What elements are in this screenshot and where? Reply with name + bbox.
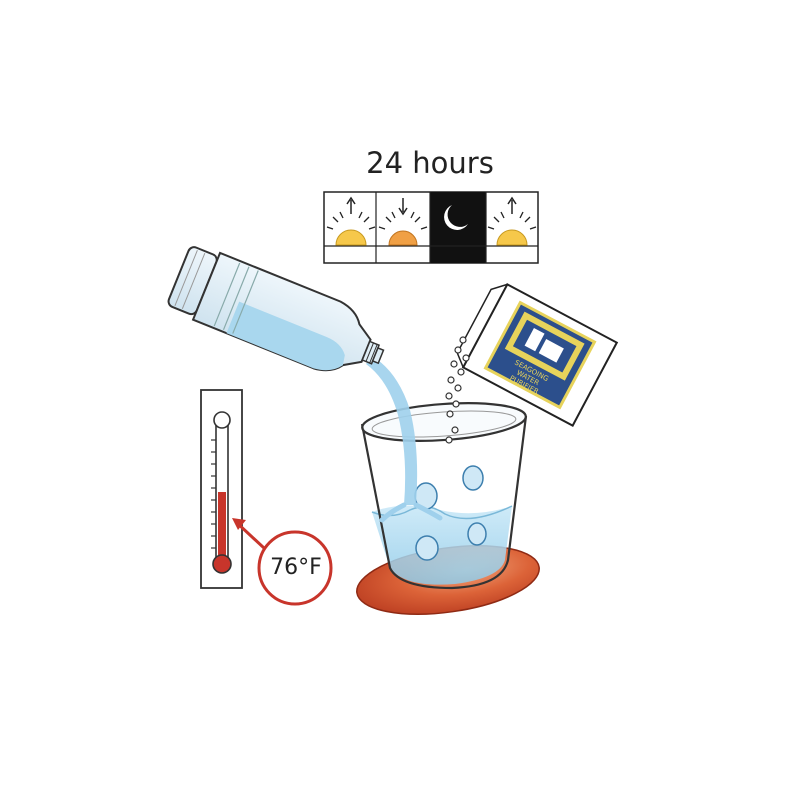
purifier-packet-icon: SEAGOING WATER PURIFIER [456,283,619,427]
glass-icon [360,402,528,590]
moon-icon [444,205,468,230]
duration-label: 24 hours [366,146,494,180]
water-stream [366,356,443,523]
falling-crystals [445,336,470,444]
day-night-strip [323,191,539,264]
temperature-callout [232,518,333,606]
thermometer-icon [200,389,243,589]
sunrise-icon [487,196,537,246]
sunrise-icon [326,196,376,246]
temperature-label: 76°F [270,555,322,580]
water-bottle-icon [167,246,385,372]
sunset-icon [378,198,428,246]
